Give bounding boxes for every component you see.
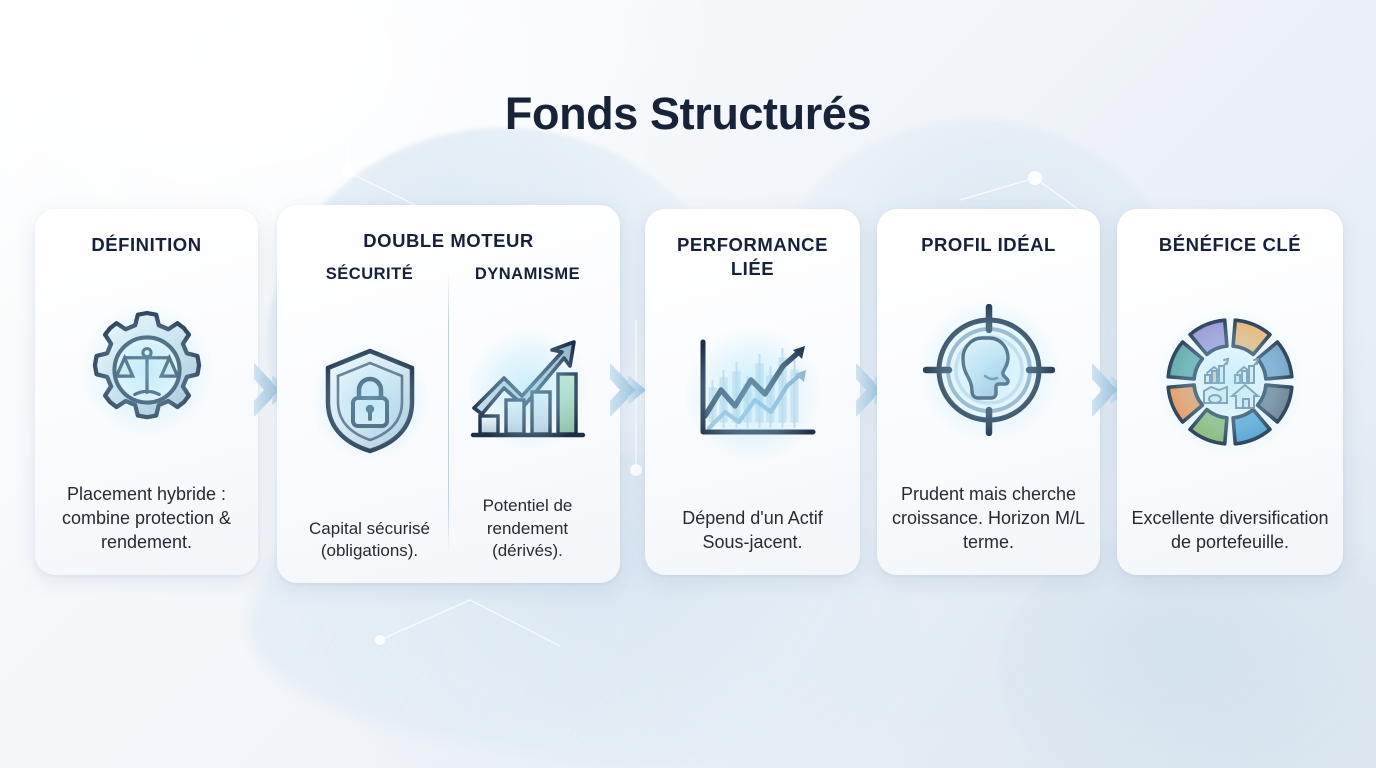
card-body-text: Excellente diversification de portefeuil… [1131,508,1329,553]
donut-segment-left-upper [1188,318,1229,357]
card-definition[interactable]: DÉFINITION [35,209,258,575]
card-performance-liee[interactable]: PERFORMANCE LIÉE [645,209,860,575]
card-title: PERFORMANCE LIÉE [677,234,828,279]
card-body-text: Dépend d'un Actif Sous-jacent. [682,508,823,553]
sub-column-body: Capital sécurisé (obligations). [309,518,430,561]
card-icon-area [1131,257,1329,507]
card-title: DOUBLE MOTEUR [363,230,534,251]
sub-column-icon-area [310,284,429,518]
card-body-text: Placement hybride : combine protection &… [61,484,232,553]
process-flow: DÉFINITION [0,205,1376,585]
donut-segment-left-lower [1166,340,1205,381]
card-double-moteur[interactable]: DOUBLE MOTEUR SÉCURITÉ [277,205,620,583]
sub-column-title: DYNAMISME [474,264,581,283]
donut-segment-bottom-right [1188,407,1229,446]
card-body-text: Prudent mais cherche croissance. Horizon… [891,484,1086,553]
sub-column-icon-area [466,284,589,496]
column-divider [448,270,449,553]
card-icon-area [659,280,846,507]
card-title: PROFIL IDÉAL [921,234,1056,255]
page-title: Fonds Structurés [504,88,872,139]
gear-with-scales-icon [92,310,201,420]
column-dynamisme[interactable]: DYNAMISME [449,265,606,563]
donut-segment-right-lower [1231,407,1272,446]
card-benefice-cle[interactable]: BÉNÉFICE CLÉ [1117,209,1343,575]
donut-segment-right-upper [1255,383,1294,424]
card-icon-area [49,257,244,484]
card-title: DÉFINITION [91,234,202,255]
sub-column-title: SÉCURITÉ [325,264,414,283]
arrow-double-moteur-to-performance [610,363,646,417]
donut-segment-bottom-left [1166,383,1205,424]
card-icon-area [891,257,1086,484]
donut-inner-icons [1203,357,1261,409]
stock-candlestick-chart-icon [700,339,815,435]
sub-column-body: Potentiel de rendement (dérivés). [482,496,573,561]
growth-bar-chart-arrow-icon [470,340,585,438]
card-title: BÉNÉFICE CLÉ [1158,234,1302,255]
card-profil-ideal[interactable]: PROFIL IDÉAL [877,209,1100,575]
diversification-donut-icon [1166,318,1294,446]
shield-with-lock-icon [325,348,414,453]
target-with-person-icon [922,303,1055,436]
column-securite[interactable]: SÉCURITÉ [291,265,448,563]
double-engine-split: SÉCURITÉ [291,265,606,563]
donut-segment-top-left [1231,318,1272,357]
donut-segment-top-right [1255,340,1294,381]
